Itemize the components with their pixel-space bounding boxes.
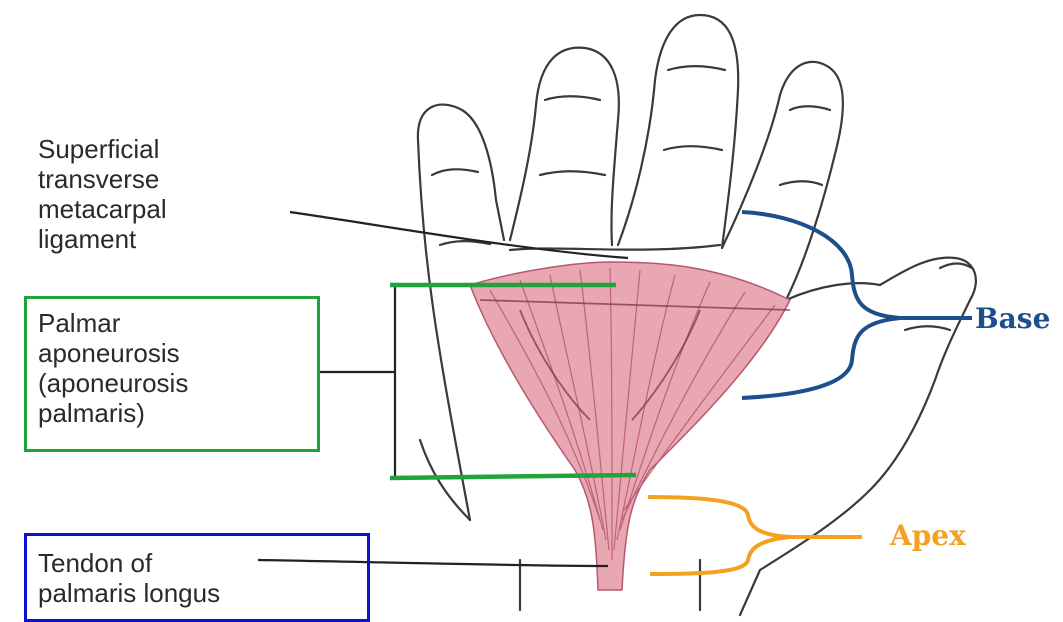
- aponeurosis-label: Palmar aponeurosis (aponeurosis palmaris…: [38, 308, 188, 428]
- ligament-label-line-2: transverse: [38, 164, 167, 194]
- aponeurosis-label-line-3: (aponeurosis: [38, 368, 188, 398]
- ligament-label-line-3: metacarpal: [38, 194, 167, 224]
- tendon-label-line-1: Tendon of: [38, 548, 220, 578]
- aponeurosis-label-line-2: aponeurosis: [38, 338, 188, 368]
- base-tag: Base: [975, 303, 1050, 335]
- tendon-label-line-2: palmaris longus: [38, 578, 220, 608]
- aponeurosis-label-line-4: palmaris): [38, 398, 188, 428]
- aponeurosis-label-line-1: Palmar: [38, 308, 188, 338]
- ligament-label: Superficial transverse metacarpal ligame…: [38, 134, 167, 254]
- palmar-aponeurosis-shape: [470, 262, 790, 590]
- apex-brace: [648, 497, 862, 574]
- bracket-bottom: [390, 475, 636, 478]
- ligament-leader: [290, 212, 628, 258]
- apex-tag: Apex: [890, 520, 966, 552]
- ligament-label-line-1: Superficial: [38, 134, 167, 164]
- tendon-label: Tendon of palmaris longus: [38, 548, 220, 608]
- ligament-label-line-4: ligament: [38, 224, 167, 254]
